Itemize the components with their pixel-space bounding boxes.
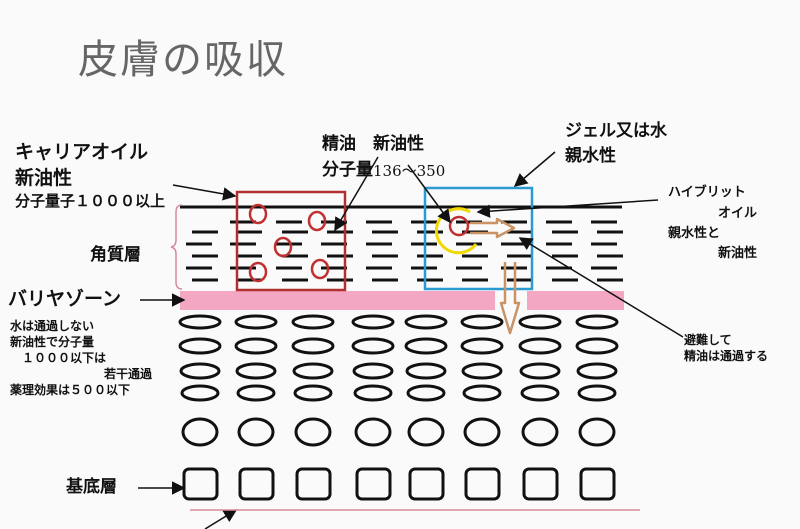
skin-cell	[406, 384, 446, 402]
skin-cell	[460, 314, 504, 330]
skin-cell	[180, 384, 220, 402]
barrier-zone-label: バリヤゾーン	[8, 288, 122, 310]
hybrid-ring	[434, 207, 478, 255]
skin-cell	[404, 337, 448, 355]
hybrid-oil-line3: 親水性と	[668, 226, 721, 241]
barrier-note-line4: 若干通過	[104, 367, 153, 381]
skin-cell	[234, 337, 278, 355]
skin-cell	[234, 314, 278, 330]
bypass-note-line1: 避難して	[684, 333, 732, 347]
stratum-corneum-dashes	[186, 220, 623, 282]
essential-oil-mw-range: 136〜350	[373, 162, 446, 180]
skin-cell	[292, 362, 334, 380]
basal-cell	[355, 467, 392, 501]
skin-cell	[351, 337, 395, 355]
skin-cell	[236, 384, 276, 402]
skin-cell	[518, 337, 562, 355]
barrier-note-line1: 水は通過しない	[10, 319, 95, 333]
skin-cell	[181, 417, 219, 447]
skin-cell	[575, 337, 619, 355]
skin-cell	[575, 314, 619, 330]
skin-cell	[351, 314, 395, 330]
basal-cell	[408, 467, 445, 501]
skin-cell	[461, 362, 503, 380]
skin-cell	[462, 384, 502, 402]
carrier-oil-heading: キャリアオイル	[15, 141, 149, 163]
barrier-note-line5: 薬理効果は５００以下	[10, 383, 131, 397]
skin-cell	[178, 337, 222, 355]
skin-cell	[352, 362, 394, 380]
skin-cell	[576, 362, 618, 380]
skin-cell	[518, 314, 562, 330]
skin-cell	[354, 417, 392, 447]
skin-cell	[519, 362, 561, 380]
basal-cell	[295, 467, 332, 501]
hybrid-molecule	[448, 215, 470, 237]
skin-cell	[577, 384, 617, 402]
carrier-oil-property: 新油性	[15, 167, 73, 189]
essential-oil-heading: 精油 新油性	[322, 134, 424, 154]
hybrid-oil-line4: 新油性	[718, 246, 758, 261]
carrier-oil-molecular-weight: 分子量子１０００以上	[15, 192, 166, 210]
skin-cell	[460, 337, 504, 355]
skin-cell	[463, 417, 501, 447]
basal-cell	[238, 467, 275, 501]
hybrid-oil-line1: ハイブリット	[668, 185, 746, 200]
barrier-note-line3: １０００以下は	[22, 351, 107, 365]
barrier-zone-band	[180, 291, 624, 310]
skin-cell	[520, 384, 560, 402]
skin-cell	[178, 314, 222, 330]
skin-cell	[404, 314, 448, 330]
basal-cell	[579, 467, 616, 501]
barrier-note-line2: 新油性で分子量	[10, 335, 95, 349]
hybrid-oil-line2: オイル	[718, 206, 758, 221]
skin-cell	[353, 384, 393, 402]
skin-cell	[237, 417, 275, 447]
bypass-note-line2: 精油は通過する	[684, 349, 769, 363]
skin-cell	[235, 362, 277, 380]
basal-layer-cells	[182, 467, 616, 501]
stratum-corneum-brace	[170, 204, 183, 290]
annotation-arrows	[138, 151, 684, 529]
essential-oil-box	[235, 190, 347, 292]
basal-layer-label: 基底層	[66, 477, 117, 497]
skin-cell	[521, 417, 559, 447]
skin-cell	[291, 314, 335, 330]
stratum-corneum-label: 角質層	[90, 245, 141, 265]
skin-cell	[179, 362, 221, 380]
skin-cell	[407, 417, 445, 447]
essential-oil-molecules	[248, 203, 330, 283]
basal-cell	[182, 467, 219, 501]
essential-oil-mw-prefix: 分子量	[322, 160, 373, 180]
gel-water-heading: ジェル又は水	[565, 121, 667, 141]
skin-cell	[294, 417, 332, 447]
gel-water-property: 親水性	[565, 146, 616, 166]
skin-cell	[291, 337, 335, 355]
basal-cell	[464, 467, 501, 501]
basal-cell	[522, 467, 559, 501]
skin-cells	[178, 314, 619, 447]
skin-cell	[293, 384, 333, 402]
hybrid-arrows	[470, 217, 521, 335]
skin-cell	[405, 362, 447, 380]
skin-cell	[578, 417, 616, 447]
page-title: 皮膚の吸収	[78, 37, 288, 83]
